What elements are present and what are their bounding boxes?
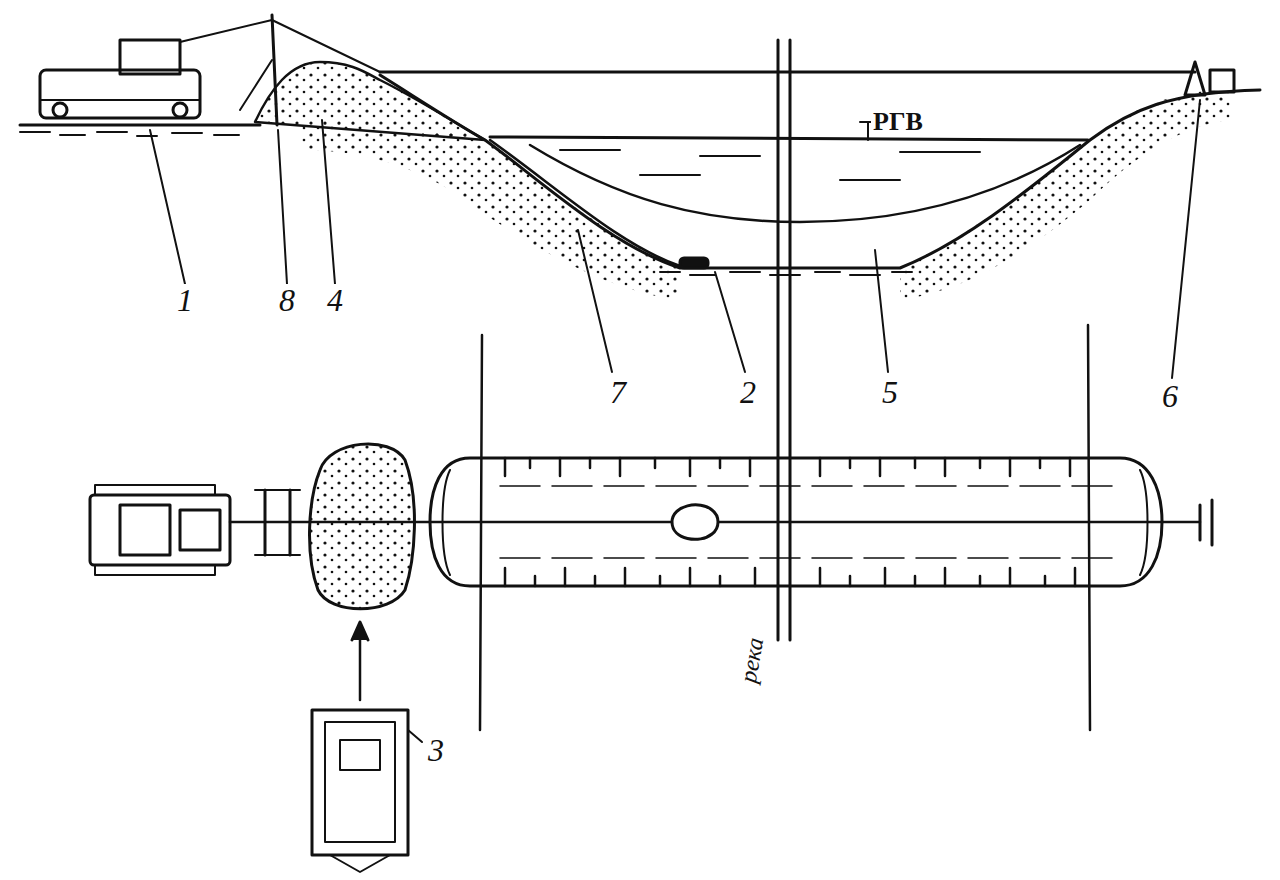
water-level-label: РГВ	[871, 109, 925, 135]
callout-number: 3	[426, 734, 446, 766]
callout-number: 6	[1160, 380, 1180, 412]
river-label: река	[736, 634, 768, 687]
callout-number: 7	[608, 376, 628, 408]
callout-number: 2	[738, 376, 758, 408]
callout-number: 4	[325, 284, 345, 316]
callout-number: 5	[880, 376, 900, 408]
callout-number: 1	[175, 284, 195, 316]
callout-number: 8	[277, 284, 297, 316]
